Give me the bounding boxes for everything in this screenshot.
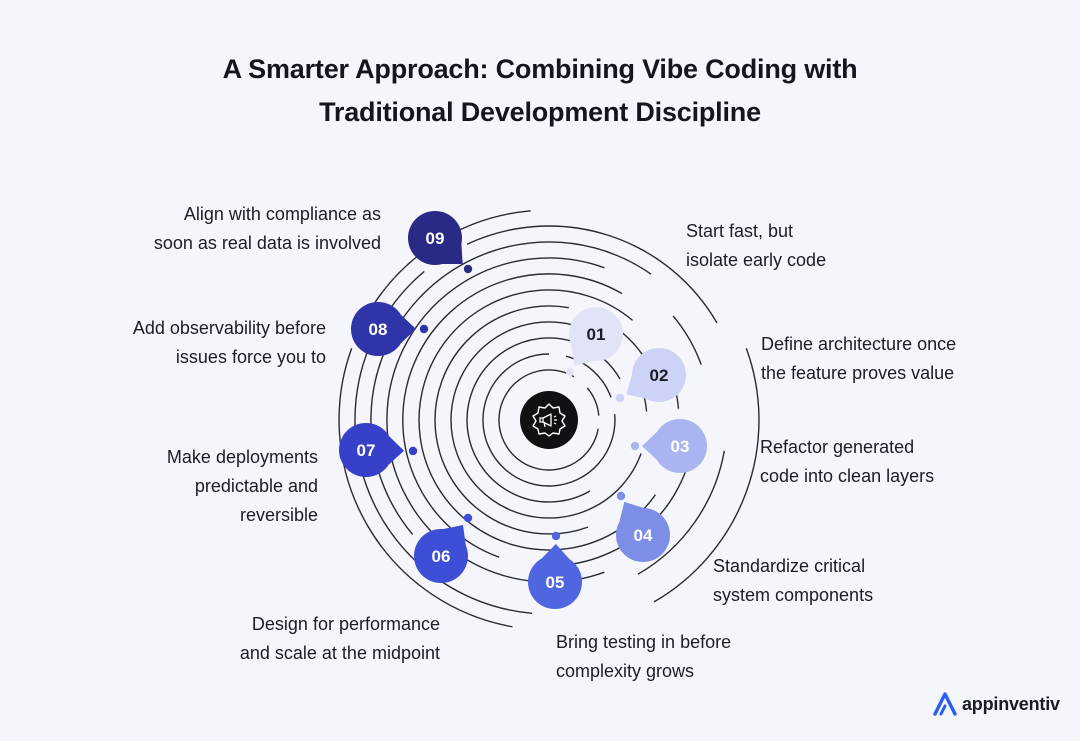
step-02-text: Define architecture once the feature pro… [761, 334, 957, 383]
connector-dot-09 [463, 264, 473, 274]
step-bubble-01: 01 [569, 307, 623, 366]
step-number-02: 02 [650, 366, 669, 385]
connector-dot-05 [551, 531, 561, 541]
ring-arc [338, 347, 513, 628]
bubble-tail [642, 431, 657, 461]
ring-arc [450, 321, 642, 519]
appinventiv-logo-icon [933, 692, 957, 716]
ring-arc [466, 337, 591, 503]
step-bubbles: 01 02 03 04 05 06 07 08 09 [339, 211, 707, 609]
bubble-tail [401, 314, 416, 344]
page-title: A Smarter Approach: Combining Vibe Codin… [0, 48, 1080, 134]
step-number-09: 09 [426, 229, 445, 248]
appinventiv-logo: appinventiv [932, 688, 1060, 720]
step-bubble-06: 06 [414, 525, 468, 583]
connector-dot-07 [408, 446, 418, 456]
connector-dot-03 [630, 441, 640, 451]
bubble-tail [541, 544, 570, 560]
bubble-circle [408, 211, 462, 265]
step-bubble-04: 04 [616, 501, 670, 562]
bubble-circle [569, 307, 623, 361]
step-bubble-02: 02 [626, 348, 686, 402]
step-number-08: 08 [369, 320, 388, 339]
gear-with-megaphone-icon [532, 403, 566, 437]
step-06-text: Design for performance and scale at the … [239, 614, 440, 663]
bubble-tail [388, 436, 404, 465]
title-line-2: Traditional Development Discipline [319, 97, 761, 127]
ring-arc [386, 257, 605, 583]
step-09-text: Align with compliance as soon as real da… [153, 204, 381, 253]
bubble-circle [339, 423, 393, 477]
connector-dot-06 [463, 513, 473, 523]
step-number-01: 01 [587, 325, 606, 344]
bubble-circle [414, 529, 468, 583]
step-07-text: Make deployments predictable and reversi… [166, 447, 318, 525]
connector-dot-01 [565, 367, 575, 377]
connector-dot-02 [615, 393, 625, 403]
connector-dot-04 [616, 491, 626, 501]
bubble-circle [528, 555, 582, 609]
ring-arc [466, 225, 718, 324]
ring-arc [482, 353, 616, 487]
ring-arc [672, 315, 702, 365]
ring-arc [418, 289, 657, 551]
bubble-circle [653, 419, 707, 473]
bubble-circle [351, 302, 405, 356]
ring-arc [586, 387, 600, 416]
step-number-06: 06 [432, 547, 451, 566]
step-bubble-09: 09 [408, 211, 463, 265]
step-number-04: 04 [634, 526, 653, 545]
bubble-circle [632, 348, 686, 402]
ring-arc [498, 369, 599, 471]
step-05-text: Bring testing in before complexity grows [556, 632, 732, 681]
step-03-text: Refactor generated code into clean layer… [760, 437, 935, 486]
step-bubble-05: 05 [528, 544, 582, 609]
step-number-07: 07 [357, 441, 376, 460]
step-01-text: Start fast, but isolate early code [686, 221, 827, 270]
step-bubble-08: 08 [351, 302, 416, 356]
ring-arc [653, 347, 760, 603]
step-bubble-03: 03 [642, 419, 707, 473]
title-line-1: A Smarter Approach: Combining Vibe Codin… [222, 54, 858, 84]
ring-arc [637, 450, 725, 575]
step-number-03: 03 [671, 437, 690, 456]
step-bubble-07: 07 [339, 423, 404, 477]
connector-dots [408, 264, 640, 541]
ring-arc [434, 305, 589, 535]
step-number-05: 05 [546, 573, 565, 592]
ring-arc [565, 355, 612, 398]
center-hub [520, 391, 578, 449]
ring-arc [402, 273, 623, 558]
step-08-text: Add observability before issues force yo… [132, 318, 326, 367]
logo-text: appinventiv [962, 693, 1060, 714]
step-04-text: Standardize critical system components [713, 556, 874, 605]
connector-dot-08 [419, 324, 429, 334]
bubble-circle [616, 508, 670, 562]
